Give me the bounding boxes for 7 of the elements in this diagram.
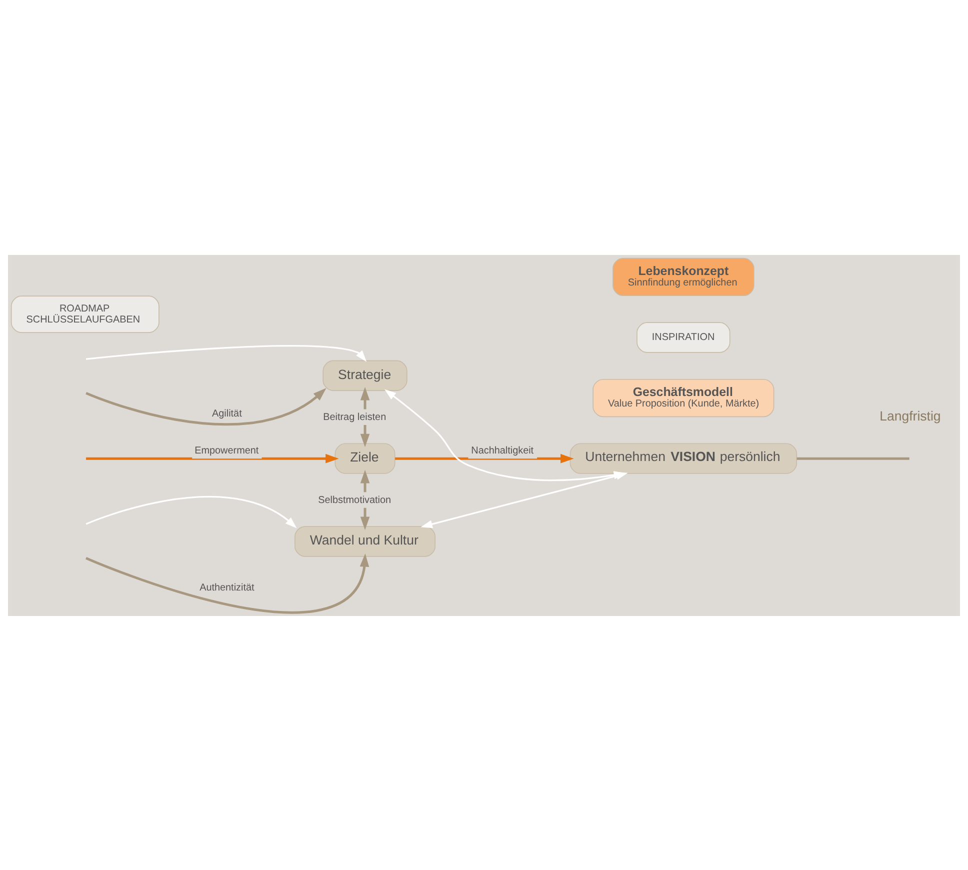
edge-label: Empowerment <box>194 445 259 456</box>
edge-label: Beitrag leisten <box>323 412 386 423</box>
edge-label: Nachhaltigkeit <box>471 445 534 456</box>
edge-label: Agilität <box>212 408 242 419</box>
edge-label: Selbstmotivation <box>318 494 392 506</box>
label: Langfristig <box>880 408 941 423</box>
edge-label: Authentizität <box>200 582 254 593</box>
